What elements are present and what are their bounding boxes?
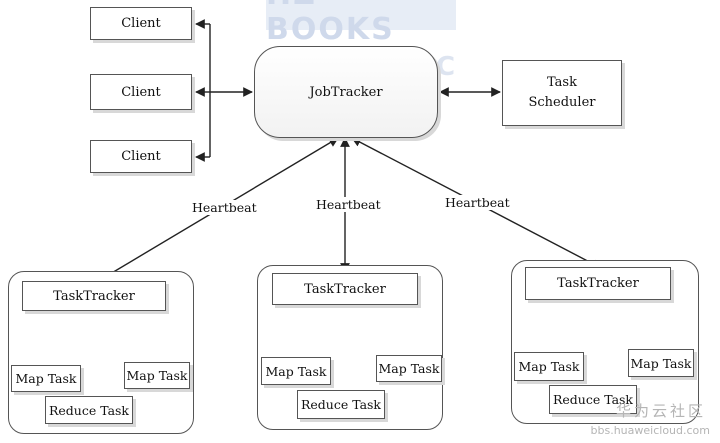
tasktracker-1-title: TaskTracker [22,281,166,311]
tasktracker-2-map-task-left: Map Task [261,357,331,385]
heartbeat-label-left: Heartbeat [190,200,259,215]
heartbeat-label-middle: Heartbeat [314,197,383,212]
tasktracker-1-reduce-task: Reduce Task [45,396,133,424]
tasktracker-2-map-task-right: Map Task [376,355,442,382]
task-scheduler-label-line2: Scheduler [528,95,596,110]
task-scheduler-node: Task Scheduler [502,60,622,126]
site-logo-watermark: 华为云社区 [615,402,706,420]
client-node-3: Client [90,140,192,173]
site-url-watermark: bbs.huaweicloud.com [590,424,710,437]
tasktracker-1-map-task-right: Map Task [124,362,190,389]
tasktracker-3-map-task-right: Map Task [628,349,694,377]
tasktracker-2-title: TaskTracker [272,273,418,305]
heartbeat-label-right: Heartbeat [443,195,512,210]
task-scheduler-label-line1: Task [547,75,577,90]
tasktracker-1-map-task-left: Map Task [11,365,81,392]
client-node-2: Client [90,74,192,110]
tasktracker-3-reduce-task: Reduce Task [549,385,637,414]
tasktracker-3-map-task-left: Map Task [514,352,584,381]
jobtracker-node: JobTracker [254,46,438,138]
publisher-watermark-letter: C [436,52,456,82]
tasktracker-2-reduce-task: Reduce Task [297,390,385,419]
client-node-1: Client [90,7,192,40]
tasktracker-3-title: TaskTracker [525,267,671,300]
